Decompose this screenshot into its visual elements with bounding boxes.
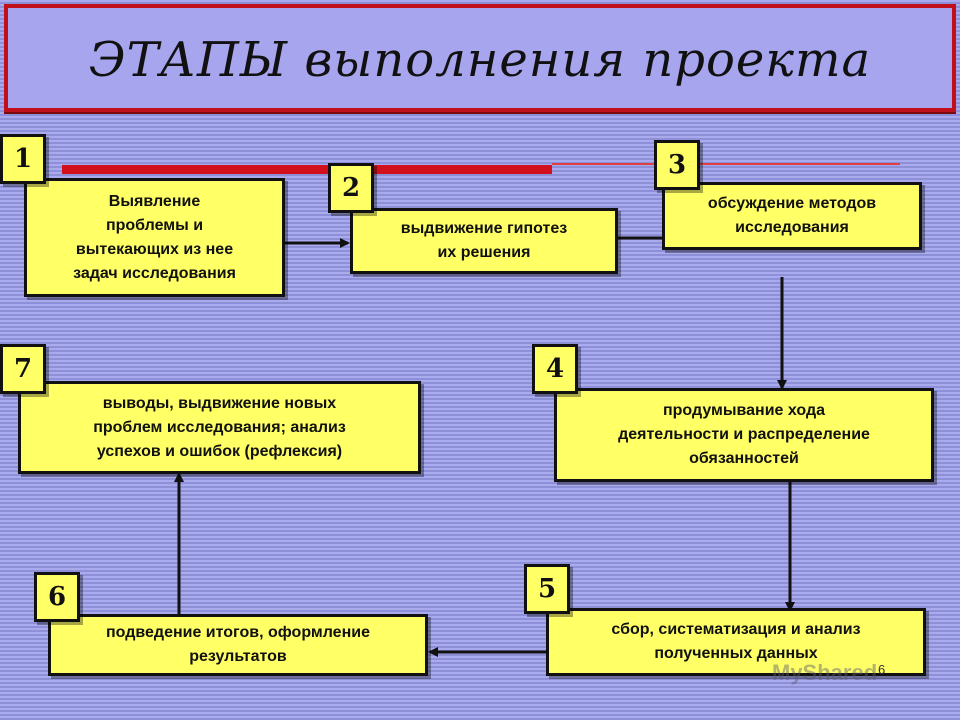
step-5-number: 5 — [524, 564, 570, 614]
title-box: ЭТАПЫ выполнения проекта — [4, 4, 956, 112]
step-1-number: 1 — [0, 134, 46, 184]
step-4-number: 4 — [532, 344, 578, 394]
step-2-box: выдвижение гипотез их решения — [350, 208, 618, 274]
step-7-box: выводы, выдвижение новых проблем исследо… — [18, 381, 421, 474]
step-3-number: 3 — [654, 140, 700, 190]
step-3-box: обсуждение методов исследования — [662, 182, 922, 250]
step-6-box: подведение итогов, оформление результато… — [48, 614, 428, 676]
decorative-red-bar — [62, 165, 552, 174]
step-7-number: 7 — [0, 344, 46, 394]
step-4-box: продумывание хода деятельности и распред… — [554, 388, 934, 482]
decorative-thin-line — [552, 163, 900, 165]
step-1-box: Выявление проблемы и вытекающих из нее з… — [24, 178, 285, 297]
step-5-box: сбор, систематизация и анализ полученных… — [546, 608, 926, 676]
watermark-logo: MyShared — [772, 660, 878, 685]
step-2-number: 2 — [328, 163, 374, 213]
step-6-number: 6 — [34, 572, 80, 622]
slide-number: 6 — [878, 662, 886, 677]
page-title: ЭТАПЫ выполнения проекта — [88, 32, 872, 88]
